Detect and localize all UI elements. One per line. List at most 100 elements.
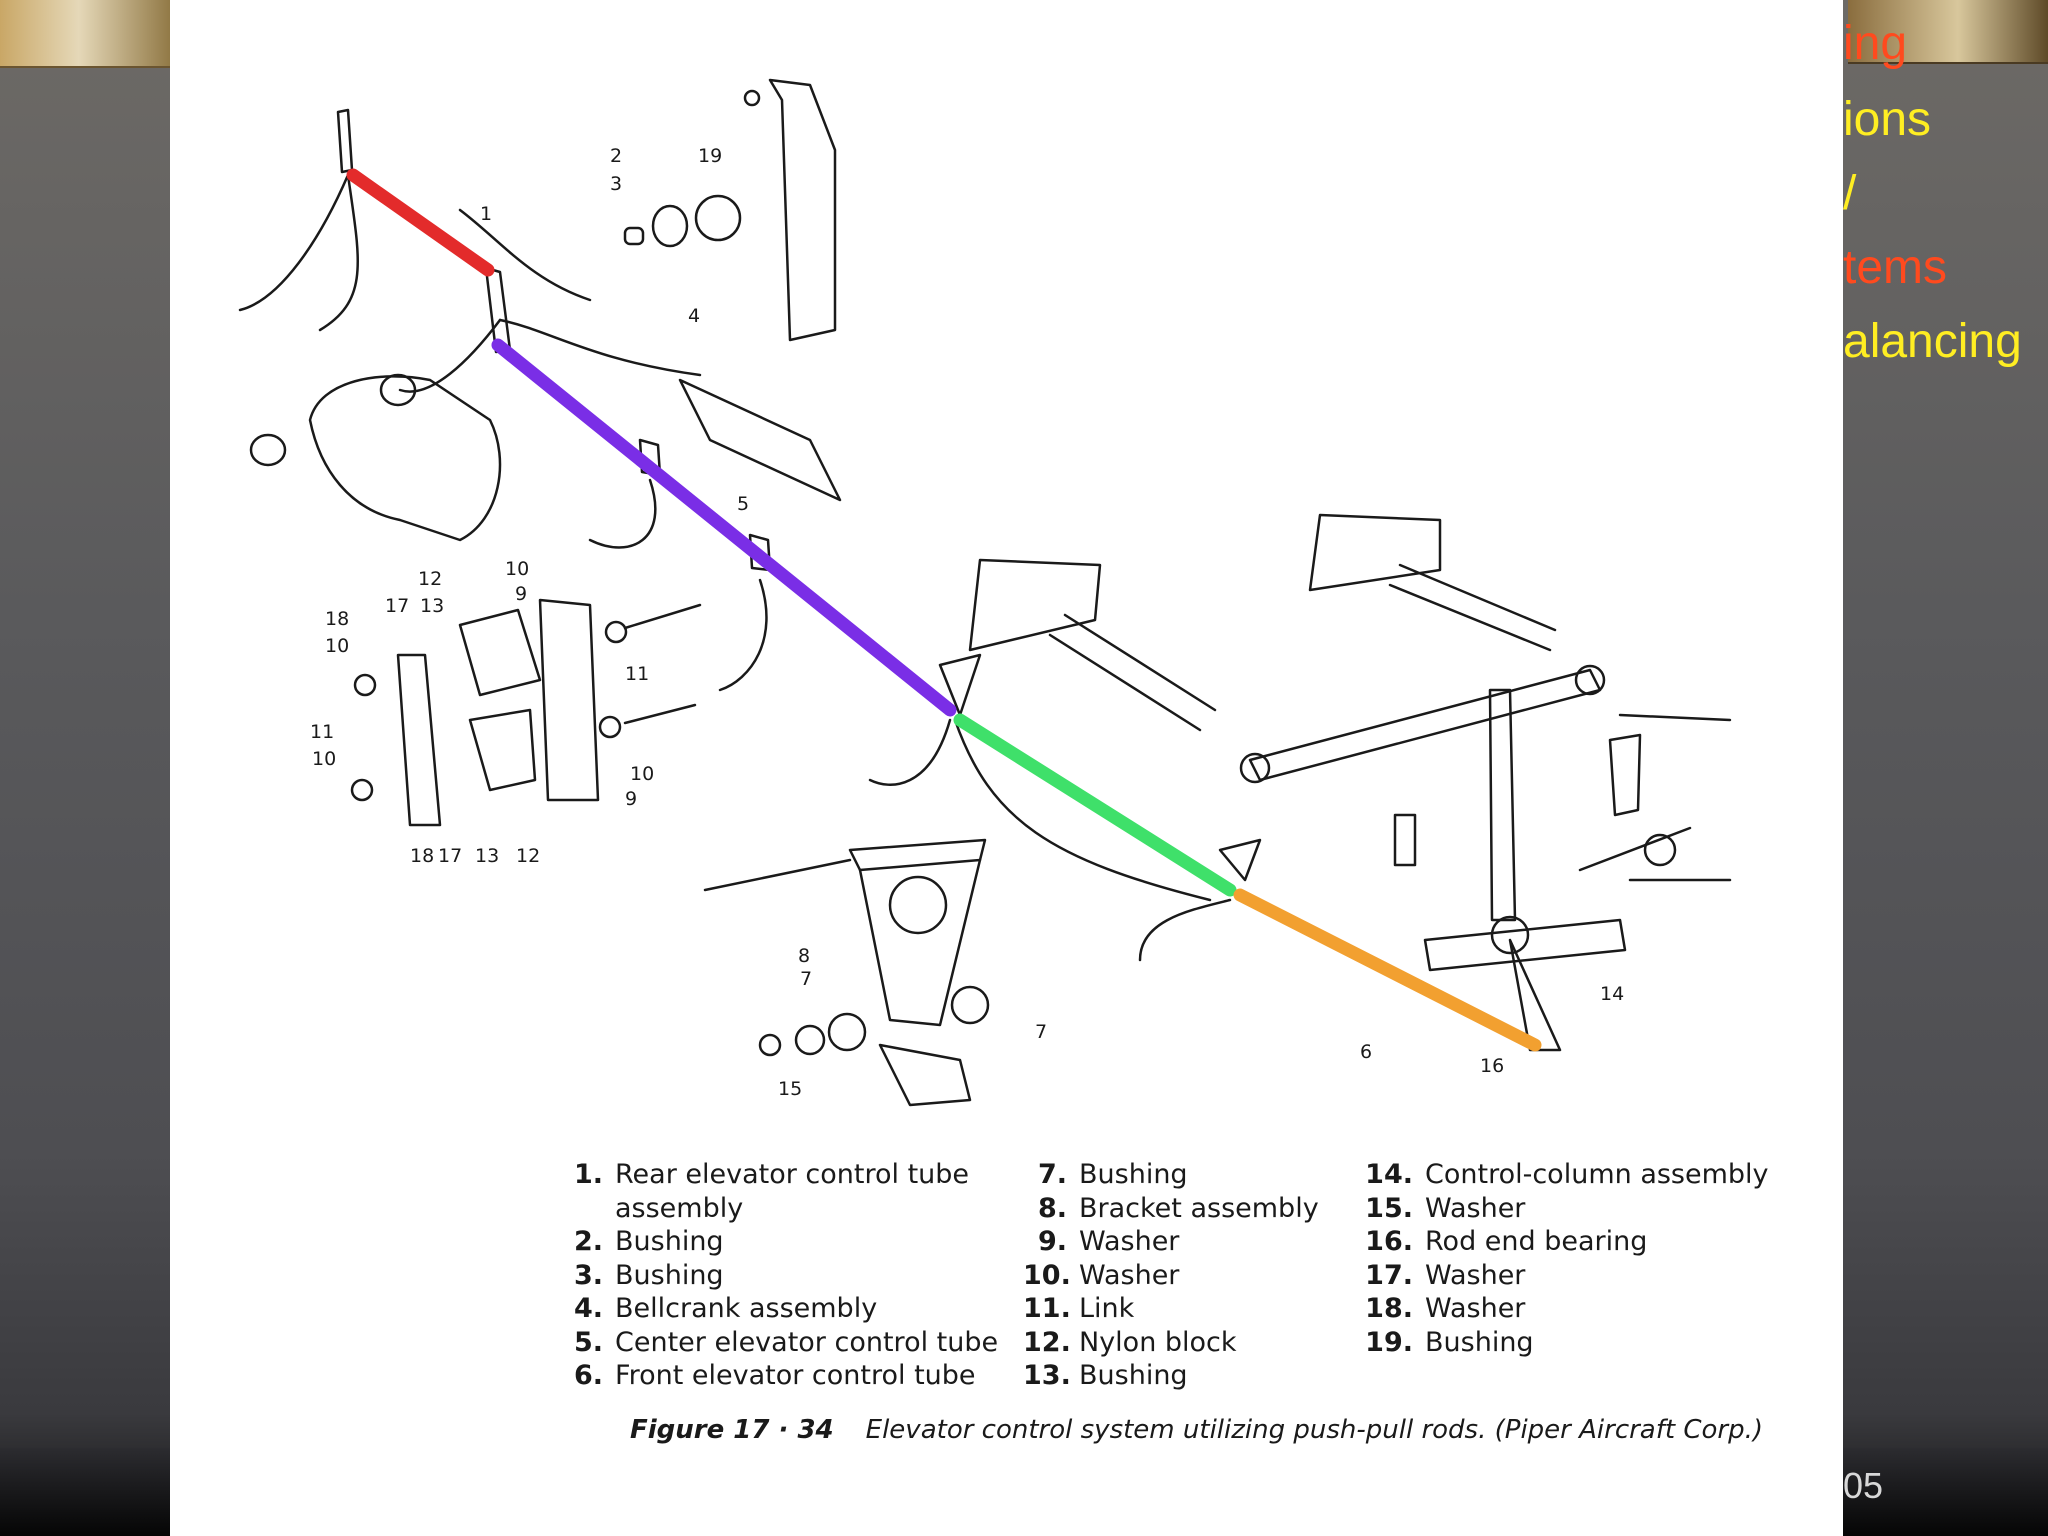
- rod-guide-bracket: [938, 653, 982, 717]
- bullet-fragment-2: /: [1843, 167, 1857, 220]
- callout-3: 3: [610, 173, 622, 195]
- guide-cable: [718, 578, 768, 692]
- control-column: [1488, 688, 1517, 922]
- pivot: [1574, 664, 1606, 696]
- callout-10: 10: [312, 748, 336, 770]
- front-elevator-control-tube-6: [1233, 888, 1542, 1052]
- cross-tube: [1248, 668, 1602, 782]
- bellcrank-cable: [458, 208, 592, 302]
- bellcrank-cylinder: [308, 375, 502, 542]
- bushing: [379, 373, 417, 407]
- legend-item: 6.Front elevator control tube: [573, 1360, 976, 1391]
- bushing-3: [623, 226, 645, 246]
- bullet-fragment-3: tems: [1843, 241, 1948, 294]
- legend-item: 7.Bushing: [1037, 1159, 1188, 1190]
- legend-item: 17.Washer: [1365, 1259, 1526, 1291]
- legend-column-2: 7.Bushing 8.Bracket assembly 9.Washer 10…: [1023, 1158, 1319, 1393]
- legend-item: 8.Bracket assembly: [1037, 1192, 1319, 1224]
- legend-item: 5.Center elevator control tube: [573, 1326, 999, 1358]
- legend-item: 1.Rear elevator control tube: [573, 1159, 970, 1190]
- callout-17: 17: [438, 845, 462, 867]
- callout-18: 18: [410, 845, 434, 867]
- bracket-plate: [878, 1043, 972, 1107]
- bracket-hole: [888, 875, 948, 935]
- background-photo-left: [0, 0, 175, 68]
- callout-11: 11: [310, 721, 334, 743]
- legend-item: 10.Washer: [1023, 1259, 1180, 1291]
- front-elevator-control-tube-6-forward: [953, 713, 1237, 897]
- bushing-2: [651, 204, 689, 248]
- legend-item: assembly: [615, 1192, 744, 1224]
- callout-13: 13: [420, 595, 444, 617]
- control-column-shaft: [1048, 613, 1217, 732]
- callout-14: 14: [1600, 983, 1624, 1005]
- bushing-7: [827, 1012, 867, 1052]
- figure-panel: 1 2 3 19 4 5 12 13 17 18 10 9 10 11 11 1…: [170, 0, 1843, 1536]
- trim-knob: [1643, 833, 1677, 867]
- callout-13: 13: [475, 845, 499, 867]
- bullet-fragment-1: ions: [1843, 93, 1932, 146]
- callout-7: 7: [1035, 1021, 1047, 1043]
- center-tube-guide: [678, 378, 842, 502]
- callout-10: 10: [630, 763, 654, 785]
- pivot: [1490, 915, 1530, 955]
- pivot: [1239, 752, 1271, 784]
- bolt: [743, 89, 761, 107]
- callout-19: 19: [698, 145, 722, 167]
- trim-shaft: [1578, 826, 1692, 872]
- link-11: [396, 653, 442, 827]
- bracket-assembly: [858, 858, 982, 1027]
- link-11: [538, 598, 600, 802]
- callout-11: 11: [625, 663, 649, 685]
- rear-cable: [238, 173, 350, 312]
- front-cable: [868, 718, 952, 786]
- callout-2: 2: [610, 145, 622, 167]
- callout-10: 10: [505, 558, 529, 580]
- bushing: [249, 433, 287, 467]
- bracket: [1393, 813, 1417, 867]
- rod-guide-bracket: [1218, 838, 1262, 882]
- bracket-plate: [768, 78, 837, 342]
- rear-horn-bracket: [336, 108, 354, 174]
- center-elevator-control-tube-5: [491, 338, 957, 717]
- washer: [794, 1024, 826, 1056]
- bushing-7: [950, 985, 990, 1025]
- callout-8: 8: [798, 945, 810, 967]
- rear-cable: [318, 173, 360, 332]
- front-cable: [1138, 898, 1232, 962]
- legend-column-3: 14.Control-column assembly 15.Washer 16.…: [1365, 1158, 1769, 1359]
- legend-item: 19.Bushing: [1365, 1326, 1534, 1358]
- washer-10: [350, 778, 374, 802]
- callout-7: 7: [800, 968, 812, 990]
- bellcrank-cable: [498, 318, 702, 377]
- nylon-block-lower: [468, 708, 537, 792]
- legend-item: 13.Bushing: [1023, 1360, 1188, 1391]
- legend-item: 18.Washer: [1365, 1293, 1526, 1324]
- legend-item: 14.Control-column assembly: [1365, 1159, 1769, 1190]
- callout-5: 5: [737, 493, 749, 515]
- bolt: [623, 603, 702, 725]
- bracket-assembly-top: [848, 838, 987, 872]
- slide-title-fragment: ing: [1843, 17, 1908, 70]
- callout-9: 9: [515, 583, 527, 605]
- cable-rod: [703, 858, 852, 892]
- page-number: 05: [1843, 1465, 1884, 1506]
- callout-18: 18: [325, 608, 349, 630]
- leader: [1618, 713, 1732, 882]
- legend-item: 9.Washer: [1037, 1226, 1180, 1257]
- control-column-shaft: [1388, 563, 1557, 652]
- washer-15: [758, 1033, 782, 1057]
- callout-1: 1: [480, 203, 492, 225]
- background-photo-right: [1848, 0, 2048, 64]
- washer-10: [353, 673, 377, 697]
- legend-item: 3.Bushing: [573, 1259, 724, 1291]
- front-cable: [953, 718, 1212, 902]
- elevator-control-diagram: 1 2 3 19 4 5 12 13 17 18 10 9 10 11 11 1…: [238, 78, 1732, 1107]
- callout-17: 17: [385, 595, 409, 617]
- control-wheel-right: [1308, 513, 1442, 592]
- bullet-fragment-4: alancing: [1843, 315, 2022, 368]
- callout-4: 4: [688, 305, 700, 327]
- rear-elevator-control-tube-1: [346, 168, 495, 277]
- bellcrank-cable: [398, 318, 502, 393]
